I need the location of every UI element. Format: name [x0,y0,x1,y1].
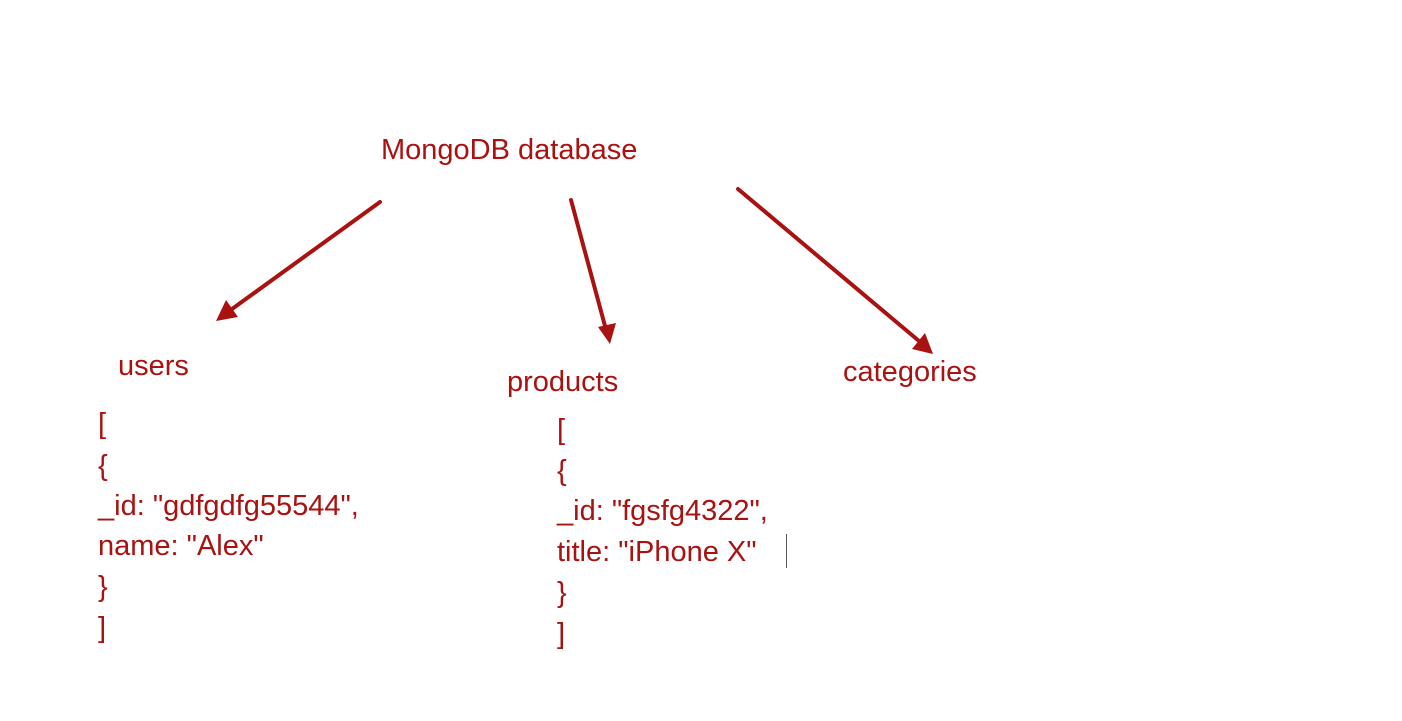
users-doc-line: } [98,571,108,603]
root-node-label: MongoDB database [381,134,638,166]
text-caret [786,534,787,568]
products-doc-line: } [557,577,567,609]
users-doc-line: { [98,450,108,482]
categories-collection-label: categories [843,356,977,388]
users-doc-line: name: "Alex" [98,530,264,562]
products-doc-line: { [557,455,567,487]
products-collection-label: products [507,366,619,398]
products-doc-line: _id: "fgsfg4322", [557,495,768,527]
arrow-to-categories [736,187,933,354]
users-doc-line: [ [98,408,107,440]
products-doc-line: ] [557,618,566,650]
users-doc-line: _id: "gdfgdfg55544", [98,490,359,522]
arrow-to-users [216,200,382,321]
products-doc-line: [ [557,414,566,446]
products-doc-line: title: "iPhone X" [557,536,757,568]
arrow-to-products [569,198,616,344]
users-collection-label: users [118,350,189,382]
users-doc-line: ] [98,612,107,644]
